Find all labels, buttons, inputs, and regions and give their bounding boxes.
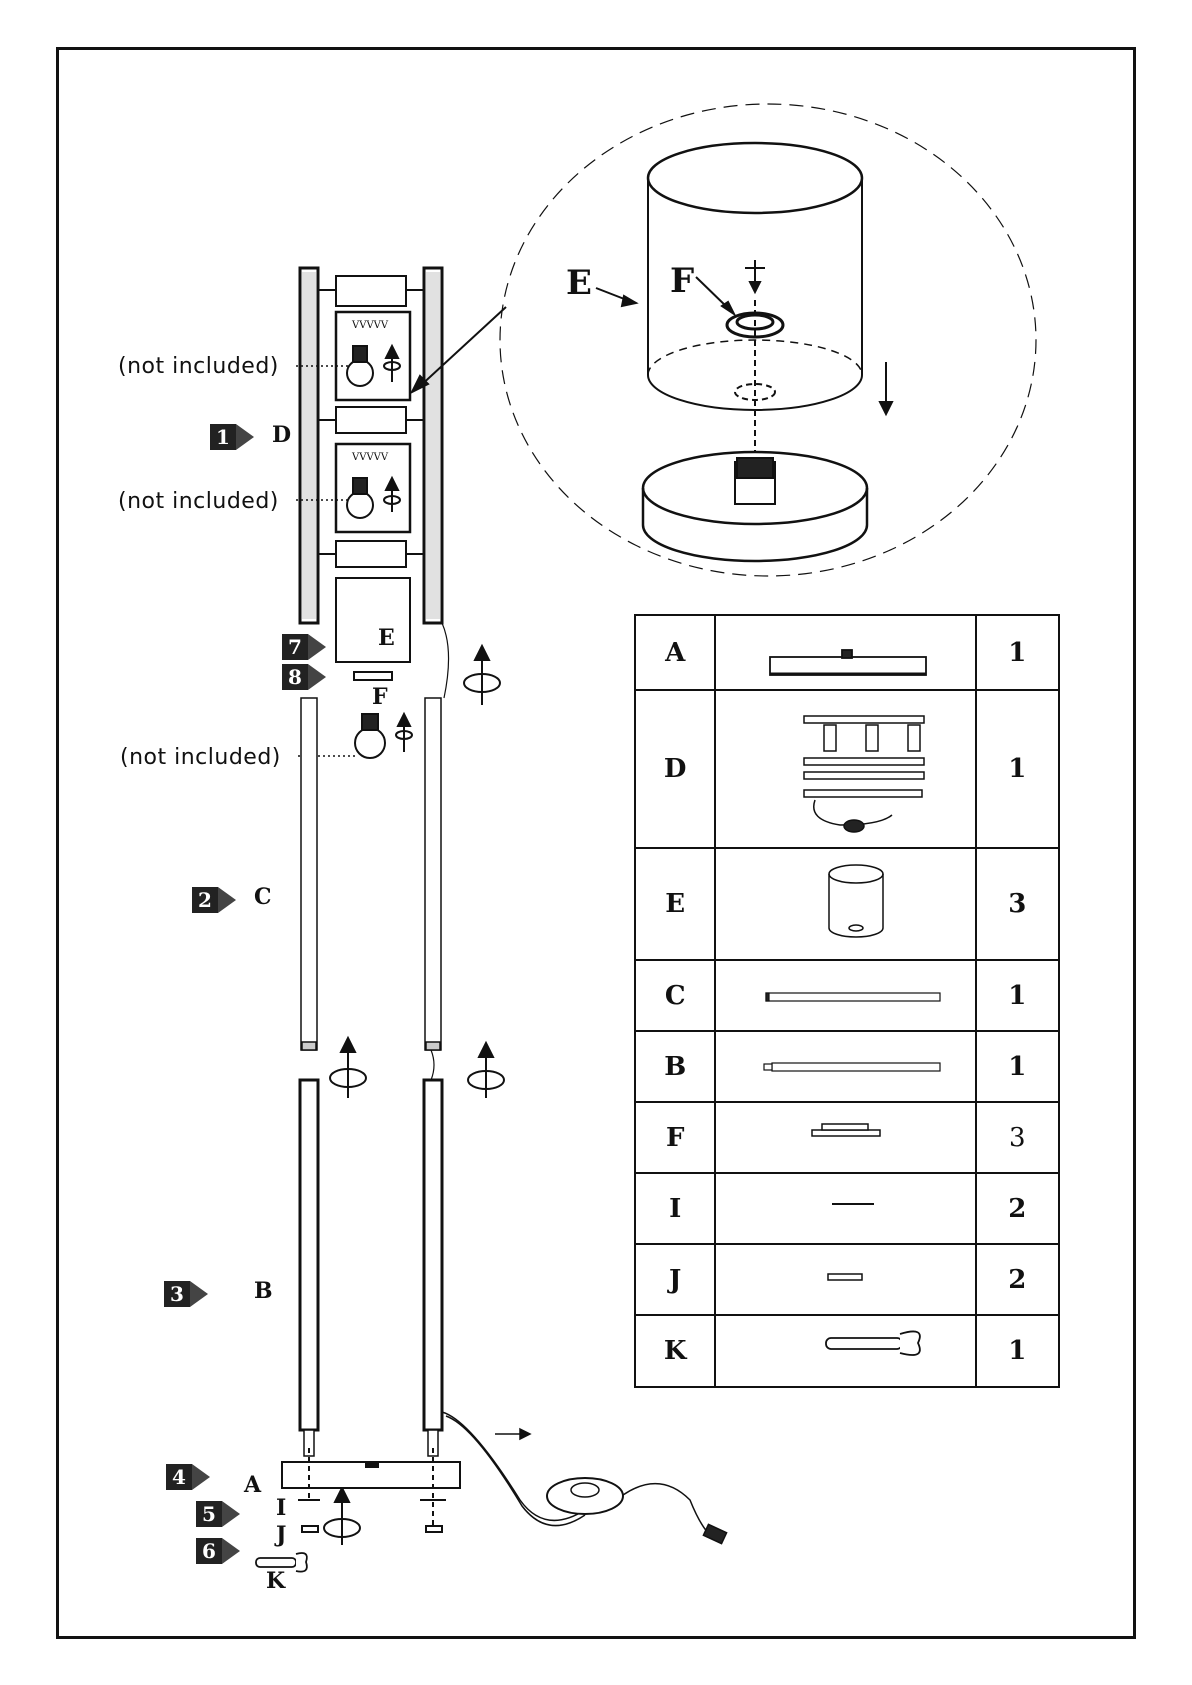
- part-picture: [715, 615, 975, 690]
- power-cord: [442, 1412, 727, 1544]
- part-quantity: 3: [976, 848, 1059, 960]
- part-quantity: 1: [976, 690, 1059, 848]
- part-picture: [715, 1173, 975, 1244]
- part-label-D: D: [272, 424, 291, 446]
- part-letter: J: [635, 1244, 715, 1315]
- table-row: B 1: [635, 1031, 1059, 1102]
- step-marker-6: 6: [196, 1538, 242, 1564]
- parts-table: A 1 D 1 E 3 C 1 B 1 F 3 I 2 J 2 K 1: [634, 614, 1060, 1388]
- part-quantity: 1: [976, 960, 1059, 1031]
- not-included-label: (not included): [120, 745, 281, 770]
- part-letter: D: [635, 690, 715, 848]
- step-marker-1: 1: [210, 424, 256, 450]
- table-row: C 1: [635, 960, 1059, 1031]
- base-plate: [282, 1448, 460, 1532]
- part-letter: A: [635, 615, 715, 690]
- part-picture: [715, 848, 975, 960]
- svg-text:VVVVV: VVVVV: [351, 320, 389, 331]
- part-letter: C: [635, 960, 715, 1031]
- lower-tube: [300, 1050, 442, 1456]
- step-marker-3: 3: [164, 1281, 210, 1307]
- step-marker-8: 8: [282, 664, 328, 690]
- part-quantity: 1: [976, 1315, 1059, 1387]
- part-picture: [715, 1102, 975, 1173]
- step-marker-2: 2: [192, 887, 238, 913]
- part-label-J: J: [276, 1524, 286, 1546]
- step-marker-5: 5: [196, 1501, 242, 1527]
- part-picture: [715, 1244, 975, 1315]
- part-label-K: K: [266, 1570, 285, 1592]
- part-quantity: 1: [976, 1031, 1059, 1102]
- rotate-arrow-icon: [324, 646, 504, 1545]
- table-row: I 2: [635, 1173, 1059, 1244]
- part-picture: [715, 1315, 975, 1387]
- table-row: A 1: [635, 615, 1059, 690]
- not-included-label: (not included): [118, 354, 279, 379]
- part-label-E: E: [378, 627, 395, 649]
- part-label-A: A: [244, 1474, 261, 1496]
- part-picture: [715, 690, 975, 848]
- table-row: E 3: [635, 848, 1059, 960]
- part-quantity: 3: [976, 1102, 1059, 1173]
- step-marker-4: 4: [166, 1464, 212, 1490]
- part-label-B: B: [254, 1280, 273, 1302]
- not-included-label: (not included): [118, 489, 279, 514]
- detail-label-E: E: [566, 266, 592, 300]
- part-label-I: I: [276, 1497, 286, 1519]
- part-letter: B: [635, 1031, 715, 1102]
- part-quantity: 2: [976, 1244, 1059, 1315]
- part-letter: F: [635, 1102, 715, 1173]
- part-label-C: C: [254, 886, 272, 908]
- detail-callout: [412, 104, 1036, 576]
- part-picture: [715, 960, 975, 1031]
- part-letter: E: [635, 848, 715, 960]
- part-picture: [715, 1031, 975, 1102]
- part-label-F: F: [372, 686, 388, 708]
- detail-label-F: F: [670, 264, 694, 298]
- part-letter: I: [635, 1173, 715, 1244]
- ring-nut-icon: [354, 672, 392, 680]
- part-quantity: 2: [976, 1173, 1059, 1244]
- part-letter: K: [635, 1315, 715, 1387]
- part-quantity: 1: [976, 615, 1059, 690]
- table-row: K 1: [635, 1315, 1059, 1387]
- bulb-icon: [355, 714, 412, 758]
- table-row: D 1: [635, 690, 1059, 848]
- table-row: J 2: [635, 1244, 1059, 1315]
- table-row: F 3: [635, 1102, 1059, 1173]
- svg-text:VVVVV: VVVVV: [351, 452, 389, 463]
- step-marker-7: 7: [282, 634, 328, 660]
